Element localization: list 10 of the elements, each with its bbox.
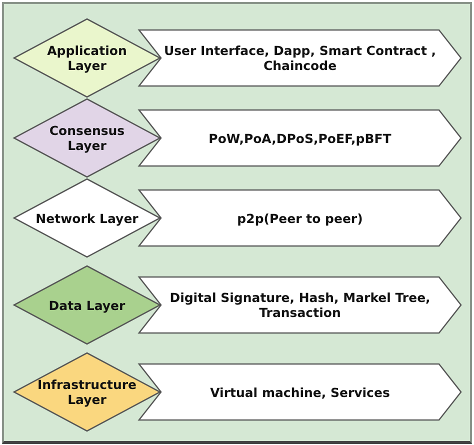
layer-components: User Interface, Dapp, Smart Contract , Chaincode (163, 43, 437, 73)
layer-components: Digital Signature, Hash, Markel Tree, Transaction (168, 290, 432, 320)
layer-name: Consensus Layer (48, 123, 126, 153)
layer-name: Infrastructure Layer (36, 377, 138, 407)
layer-name: Data Layer (48, 298, 126, 312)
layer-components: PoW,PoA,DPoS,PoEF,pBFT (208, 130, 392, 146)
layer-components: p2p(Peer to peer) (237, 210, 363, 226)
layer-name: Network Layer (36, 210, 138, 226)
layer-components: Virtual machine, Services (210, 384, 390, 400)
layer-name: Application Layer (46, 43, 128, 73)
